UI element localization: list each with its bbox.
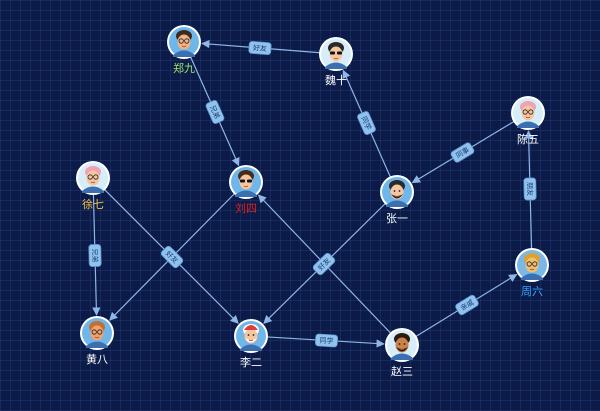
node-label: 周六: [521, 285, 543, 298]
man-beard-icon: [391, 333, 413, 360]
man-glasses-icon: [173, 30, 195, 57]
man-sunglasses-icon: [325, 42, 347, 69]
edge-label[interactable]: 好友: [312, 252, 336, 276]
node-label: 徐七: [82, 197, 104, 211]
woman-sunglasses-icon: [235, 170, 257, 197]
santa-icon: [240, 324, 262, 351]
node-label: 郑九: [173, 61, 195, 75]
node-label: 魏十: [325, 73, 347, 87]
edge-label[interactable]: 同事: [450, 142, 475, 164]
node-li2[interactable]: 李二: [234, 319, 268, 369]
node-zheng9[interactable]: 郑九: [167, 25, 201, 75]
edge-label[interactable]: 好友: [160, 245, 184, 269]
node-label: 张一: [386, 212, 408, 225]
node-label: 刘四: [235, 202, 257, 215]
node-label: 陈五: [517, 132, 539, 146]
edge-label-badge: [312, 252, 336, 276]
edge-label-badge: [248, 40, 272, 56]
edge-label-badge: [450, 142, 475, 163]
node-zhao3[interactable]: 赵三: [385, 328, 419, 378]
edge-label[interactable]: 兄弟: [88, 244, 102, 267]
node-label: 黄八: [86, 352, 108, 366]
node-zhang1[interactable]: 张一: [380, 175, 414, 225]
elder-glasses-icon: [82, 166, 104, 193]
edge-label[interactable]: 同学: [357, 111, 377, 136]
man-beard-icon: [386, 180, 408, 207]
edge-label-badge: [455, 294, 479, 316]
node-xu7[interactable]: 徐七: [76, 161, 110, 211]
node-zhou6[interactable]: 周六: [515, 248, 549, 298]
man-glasses-icon: [521, 253, 543, 280]
man-glasses-icon: [86, 321, 108, 348]
elder-glasses-icon: [517, 101, 539, 128]
edge-label[interactable]: 同学: [314, 333, 339, 348]
edge-label[interactable]: 好友: [248, 40, 272, 56]
edge-label-badge: [314, 333, 339, 348]
edge-label-badge: [357, 111, 376, 135]
edge-label-badge: [160, 245, 184, 269]
edge-label-text: 好友: [253, 43, 268, 53]
edge-label-text: 朋友: [525, 182, 534, 196]
edge-label-badge: [205, 100, 225, 124]
edge-label-text: 同学: [319, 336, 334, 346]
edge-label-badge: [88, 244, 102, 267]
edge-label-badge: [523, 177, 537, 201]
node-wei10[interactable]: 魏十: [319, 37, 353, 87]
node-chen5[interactable]: 陈五: [511, 96, 545, 146]
edge-label-text: 兄弟: [90, 248, 99, 262]
edge-label[interactable]: 朋友: [523, 177, 537, 201]
edge-label[interactable]: 兄弟: [205, 100, 225, 125]
node-label: 李二: [240, 355, 262, 369]
node-huang8[interactable]: 黄八: [80, 316, 114, 366]
node-label: 赵三: [391, 364, 413, 378]
node-liu4[interactable]: 刘四: [229, 165, 263, 215]
edge-label[interactable]: 亲戚: [454, 294, 479, 316]
